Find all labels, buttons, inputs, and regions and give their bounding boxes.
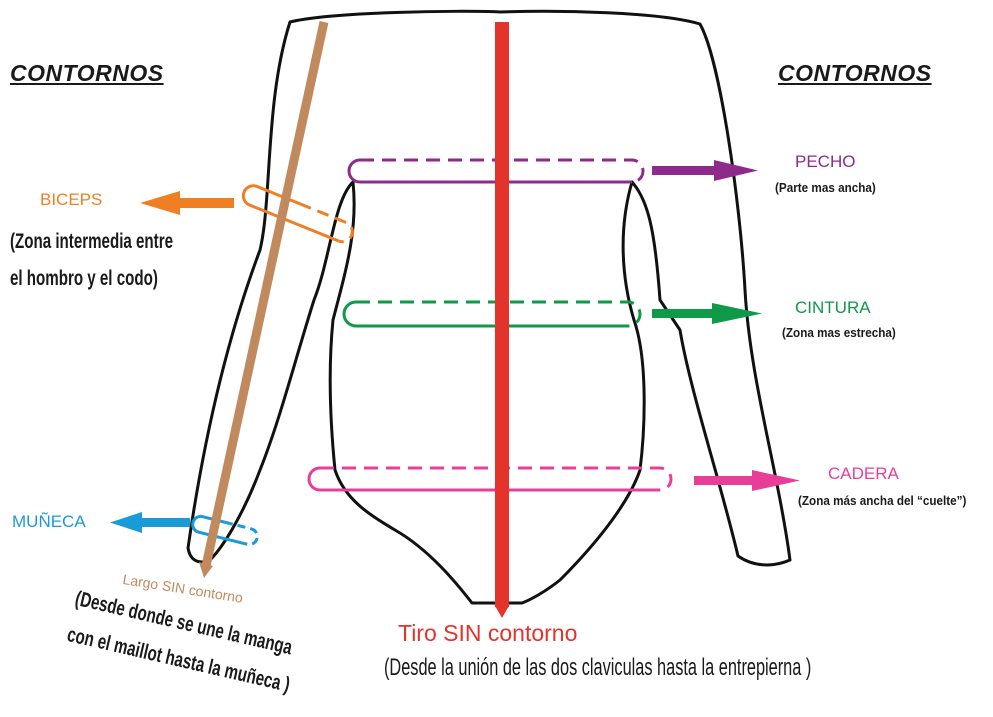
tiro-line [494, 22, 510, 618]
pecho-note: (Parte mas ancha) [775, 180, 876, 195]
biceps-label: BICEPS [40, 190, 103, 209]
tiro-label: Tiro SIN contorno [398, 620, 578, 646]
pecho-arrow [652, 160, 758, 181]
cadera-arrow [694, 470, 800, 491]
cadera-contour [307, 466, 673, 492]
header-contornos-right: CONTORNOS [778, 60, 932, 86]
biceps-arrow [140, 191, 234, 215]
cintura-label: CINTURA [795, 298, 871, 317]
tiro-note: (Desde la unión de las dos claviculas ha… [384, 654, 812, 681]
largo-line [199, 21, 329, 578]
cintura-contour [342, 300, 642, 328]
biceps-note-line2: el hombro y el codo) [10, 267, 158, 290]
cintura-arrow [652, 303, 762, 324]
leotard-outline [186, 9, 792, 605]
cadera-note: (Zona más ancha del “cuelte”) [798, 493, 967, 508]
muneca-arrow [110, 512, 190, 533]
biceps-contour [241, 184, 354, 244]
header-contornos-left: CONTORNOS [10, 60, 164, 86]
pecho-label: PECHO [795, 152, 856, 171]
cadera-label: CADERA [828, 464, 899, 483]
pecho-contour [347, 158, 645, 184]
muneca-contour [191, 514, 259, 547]
cintura-note: (Zona mas estrecha) [782, 325, 896, 340]
biceps-note-line1: (Zona intermedia entre [10, 230, 174, 253]
muneca-label: MUÑECA [12, 512, 86, 531]
